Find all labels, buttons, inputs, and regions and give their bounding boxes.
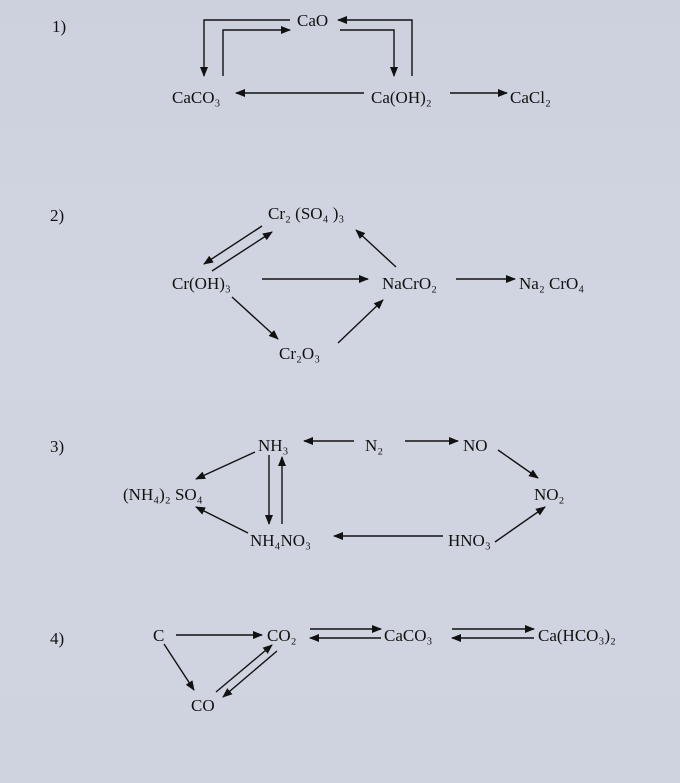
arrow-caco3-to-cao [222, 26, 291, 76]
scheme-4: 4) C CO₂ CaCO₃ Ca(HCO₃)₂ CO [50, 625, 616, 715]
scheme-3-number: 3) [50, 437, 64, 456]
species-caco3-s4: CaCO₃ [384, 626, 433, 645]
species-nacro2: NaCrO₂ [382, 274, 437, 293]
arrow-cr2o3-to-nacro2 [337, 299, 384, 344]
scheme-1: 1) CaO CaCO₃ Ca(OH)₂ CaCl₂ [52, 11, 551, 107]
arrow-croh3-to-cr2so43 [211, 231, 273, 272]
species-cacl2: CaCl₂ [510, 88, 551, 107]
species-nh3: NH₃ [258, 436, 289, 455]
arrow-nh4no3-to-nh42so4 [195, 506, 249, 534]
species-cao: CaO [297, 11, 328, 30]
arrow-croh3-to-cr2o3 [231, 296, 279, 340]
species-na2cro4: Na₂ CrO₄ [519, 274, 584, 293]
species-caoh2: Ca(OH)₂ [371, 88, 432, 107]
species-n2: N₂ [365, 436, 383, 455]
species-cahco32: Ca(HCO₃)₂ [538, 626, 616, 645]
arrow-cao-to-caoh2 [340, 29, 398, 77]
species-nh42so4: (NH₄)₂ SO₄ [123, 485, 203, 504]
species-co: CO [191, 696, 215, 715]
species-cr2o3: Cr₂O₃ [279, 344, 320, 363]
species-croh3: Cr(OH)₃ [172, 274, 231, 293]
arrow-co2-to-co [222, 650, 278, 698]
arrow-hno3-to-no2 [494, 506, 546, 543]
arrow-nh3-to-nh42so4 [195, 451, 256, 480]
species-no2: NO₂ [534, 485, 564, 504]
arrow-cao-to-caco3 [200, 19, 290, 77]
arrow-caoh2-to-cao [337, 16, 413, 76]
arrow-co-to-co2 [215, 644, 273, 693]
scheme-2-number: 2) [50, 206, 64, 225]
arrow-c-to-co [163, 643, 195, 691]
scheme-3: 3) NH₃ N₂ NO (NH₄)₂ SO₄ NO₂ NH₄NO₃ HNO₃ [50, 436, 564, 550]
scheme-2: 2) Cr₂ (SO₄ )₃ Cr(OH)₃ NaCrO₂ Na₂ CrO₄ C… [50, 204, 584, 363]
species-cr2so43: Cr₂ (SO₄ )₃ [268, 204, 344, 223]
species-hno3: HNO₃ [448, 531, 491, 550]
species-co2: CO₂ [267, 626, 297, 645]
arrow-nacro2-to-cr2so43 [355, 229, 397, 268]
species-no: NO [463, 436, 488, 455]
scheme-4-number: 4) [50, 629, 64, 648]
arrow-cr2so43-to-croh3 [203, 225, 263, 265]
arrow-no-to-no2 [497, 449, 539, 479]
species-nh4no3: NH₄NO₃ [250, 531, 311, 550]
species-caco3: CaCO₃ [172, 88, 221, 107]
species-c: C [153, 626, 164, 645]
scheme-1-number: 1) [52, 17, 66, 36]
